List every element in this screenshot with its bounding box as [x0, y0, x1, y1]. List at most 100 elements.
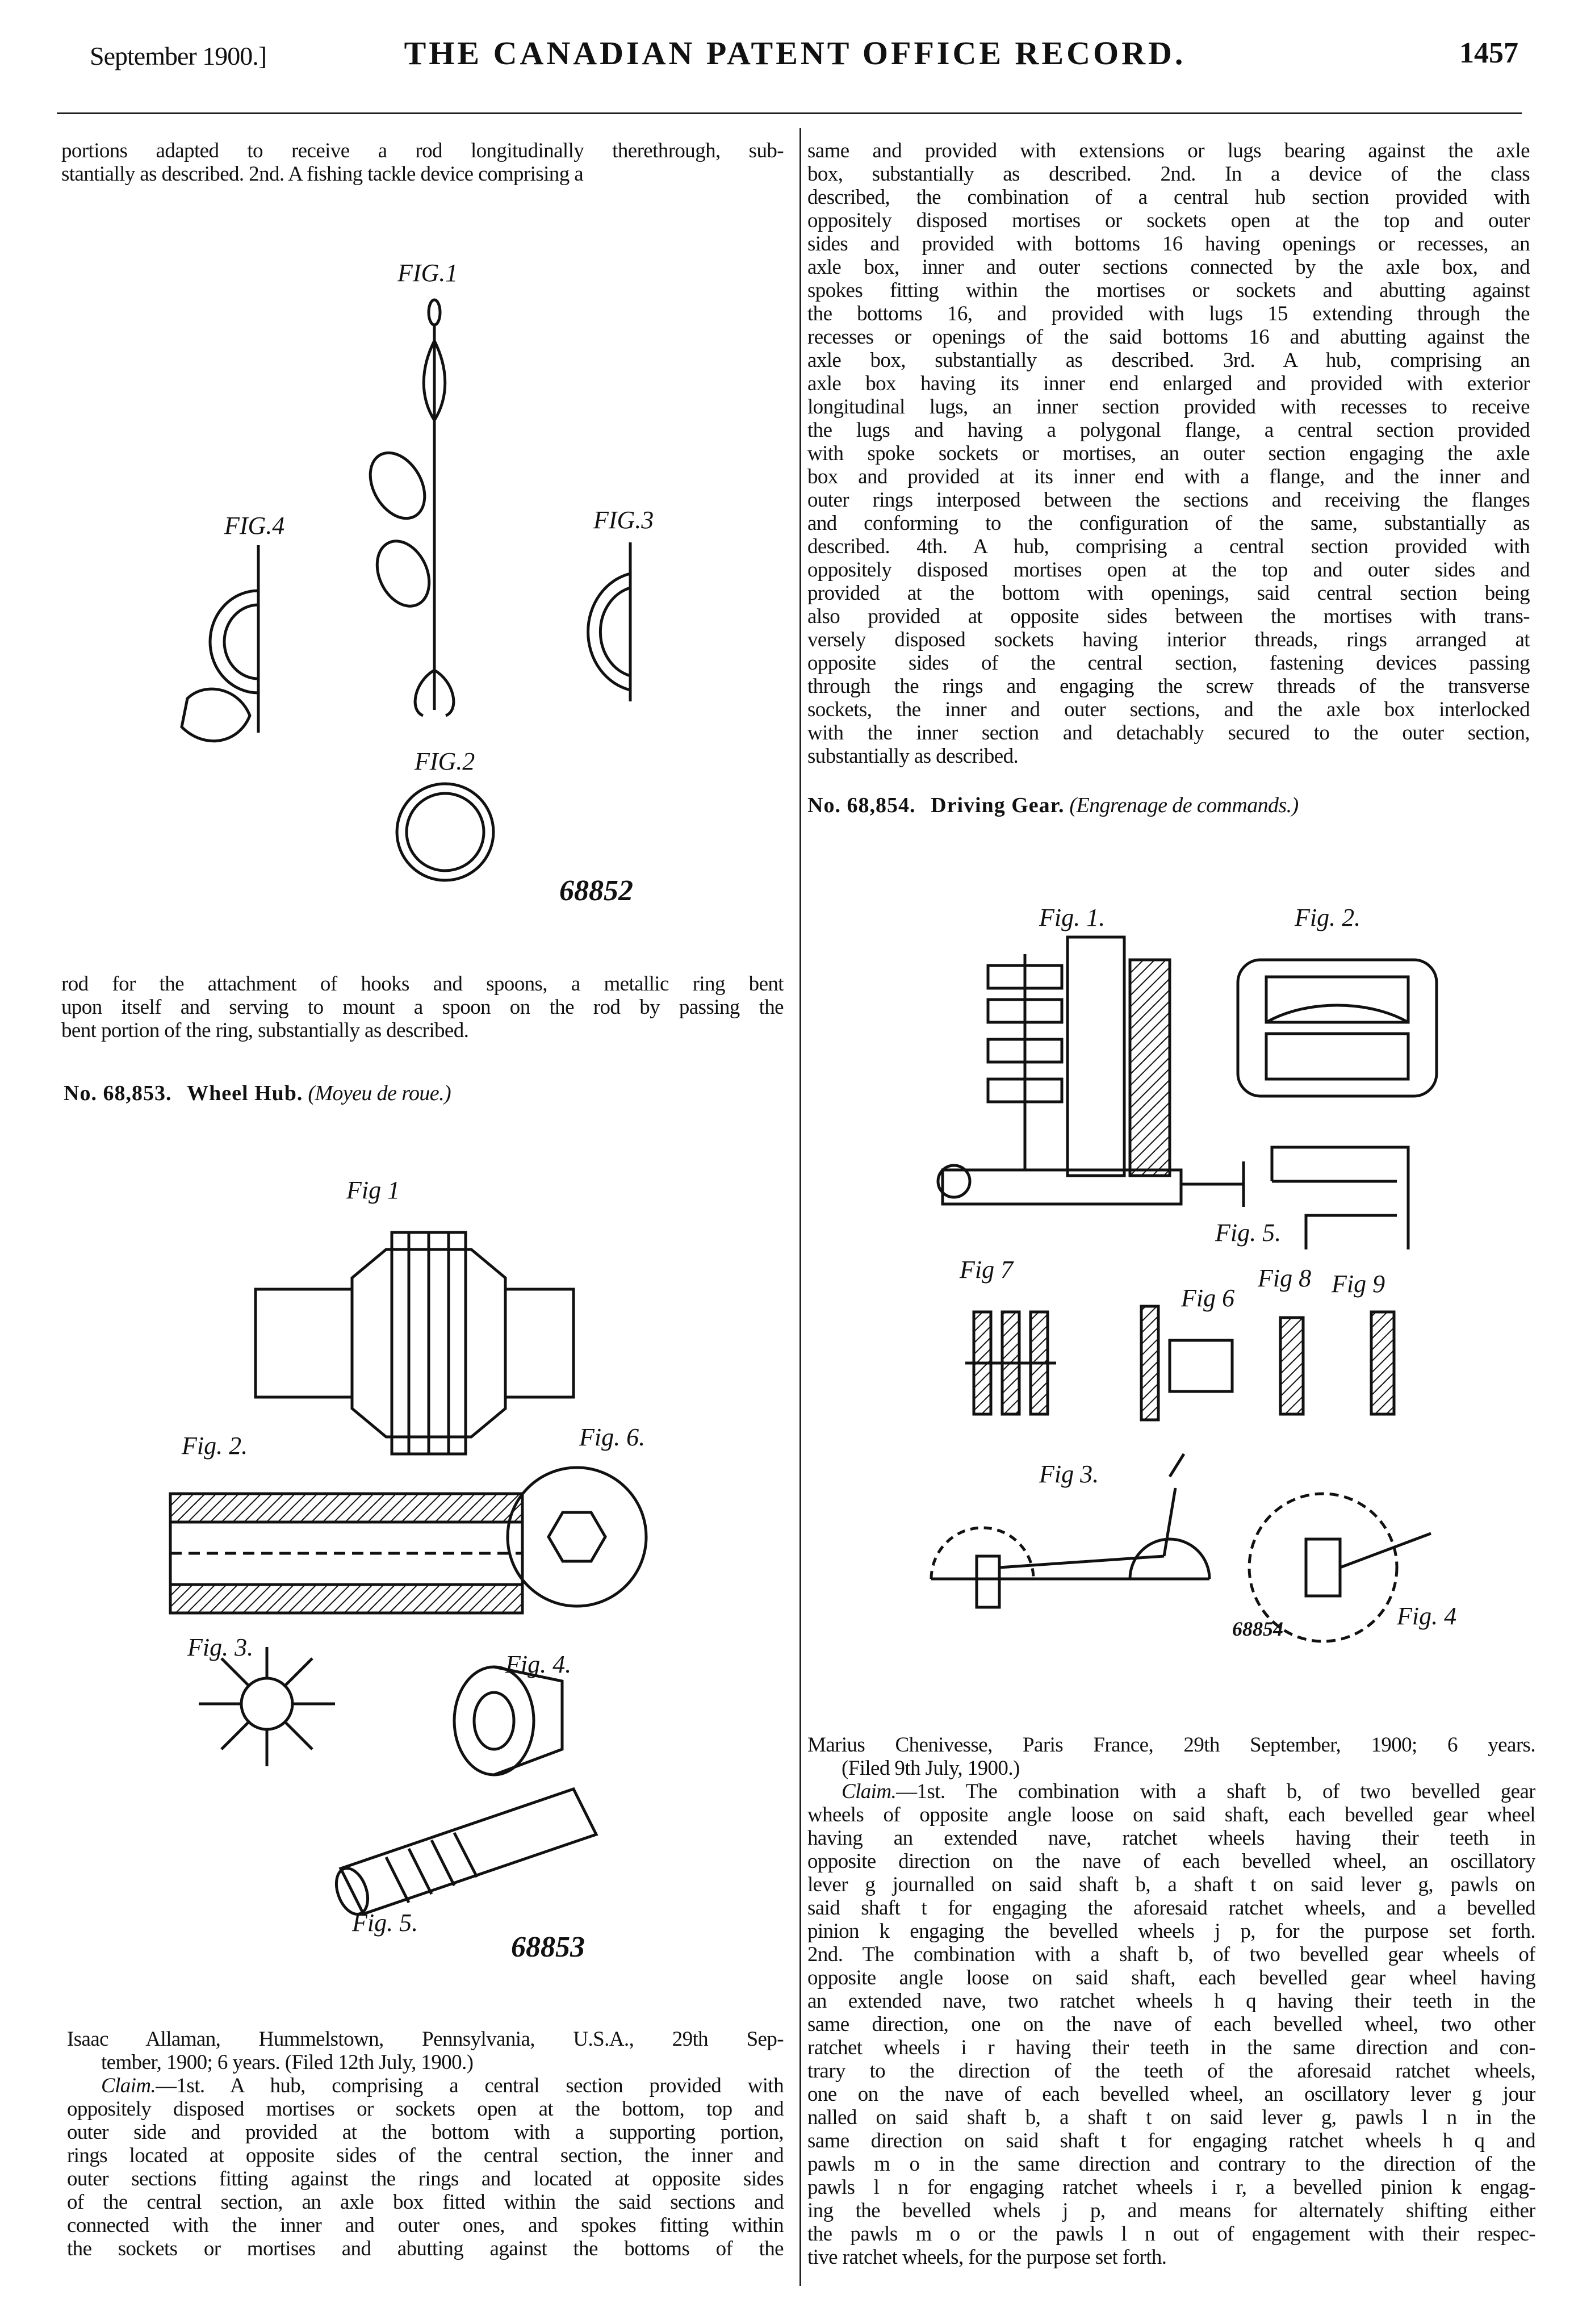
column-divider [799, 128, 801, 2286]
text-line: same and provided with extensions or lug… [807, 139, 1530, 162]
text-line: opposite sides of the central section, f… [807, 651, 1530, 675]
text-line: described, the combination of a central … [807, 186, 1530, 209]
text-line: rings located at opposite sides of the c… [67, 2144, 784, 2167]
text-line: stantially as described. 2nd. A fishing … [61, 162, 584, 186]
left-mid-text: rod for the attachment of hooks and spoo… [61, 972, 784, 1042]
header-date: September 1900.] [90, 41, 267, 70]
text-line: oppositely disposed mortises or sockets … [67, 2097, 784, 2121]
fig-label: Fig 3. [1039, 1460, 1099, 1488]
patent-title-french: (Moyeu de roue.) [308, 1081, 451, 1105]
left-top-text: portions adapted to receive a rod longit… [61, 139, 784, 186]
inventor-line: (Filed 9th July, 1900.) [842, 1757, 1020, 1780]
claim-label: Claim. [842, 1780, 897, 1803]
text-line: same direction on said shaft t for engag… [807, 2129, 1535, 2152]
text-line: nalled on said shaft b, a shaft t on sai… [807, 2106, 1535, 2129]
patent-title: Driving Gear. [931, 793, 1065, 817]
text-line: longitudinal lugs, an inner section prov… [807, 395, 1530, 419]
text-line: ratchet wheels i r having their teeth in… [807, 2036, 1535, 2059]
claim-first-line: Claim.—1st. A hub, comprising a central … [67, 2074, 784, 2097]
text-line: ing the bevelled whels j p, and means fo… [807, 2199, 1535, 2222]
text-line: one on the nave of each bevelled wheel, … [807, 2083, 1535, 2106]
text-line: tive ratchet wheels, for the purpose set… [807, 2246, 1167, 2269]
patent-68853-body: Isaac Allaman, Hummelstown, Pennsylvania… [67, 2028, 784, 2260]
text-line: rod for the attachment of hooks and spoo… [61, 972, 784, 996]
text-line: sockets, the inner and outer sections, a… [807, 698, 1530, 721]
text-line: pawls m o in the same direction and cont… [807, 2152, 1535, 2176]
text-line: box, substantially as described. 2nd. In… [807, 162, 1530, 186]
text-line: upon itself and serving to mount a spoon… [61, 996, 784, 1019]
text-line: of the central section, an axle box fitt… [67, 2191, 784, 2214]
text-line: and conforming to the configuration of t… [807, 512, 1530, 535]
claim-lines: oppositely disposed mortises or sockets … [67, 2097, 784, 2260]
text-line: also provided at opposite sides between … [807, 605, 1530, 628]
fig-label: Fig. 2. [1294, 904, 1360, 931]
fig-label: Fig 1 [346, 1176, 400, 1204]
text-line: provided at the bottom with openings, sa… [807, 582, 1530, 605]
text-line: through the rings and engaging the screw… [807, 675, 1530, 698]
text-line: lever g journalled on said shaft b, a sh… [807, 1873, 1535, 1896]
fig-label: FIG.2 [414, 747, 475, 775]
claim-first-line: Claim.—1st. The combination with a shaft… [807, 1780, 1535, 1803]
right-top-text: same and provided with extensions or lug… [807, 139, 1530, 768]
inventor-line: Isaac Allaman, Hummelstown, Pennsylvania… [67, 2028, 784, 2051]
patent-title: Wheel Hub. [187, 1081, 303, 1105]
text-line: 2nd. The combination with a shaft b, of … [807, 1943, 1535, 1966]
text-line: wheels of opposite angle loose on said s… [807, 1803, 1535, 1826]
drawing-number: 68853 [511, 1931, 585, 1963]
text-line: outer rings interposed between the secti… [807, 488, 1530, 512]
text-line: outer side and provided at the bottom wi… [67, 2121, 784, 2144]
text-line: an extended nave, two ratchet wheels h q… [807, 1989, 1535, 2013]
text-line: the bottoms 16, and provided with lugs 1… [807, 302, 1530, 325]
text-line: oppositely disposed mortises or sockets … [807, 209, 1530, 232]
text-line: opposite direction on the nave of each b… [807, 1850, 1535, 1873]
text-line: with spoke sockets or mortises, an outer… [807, 442, 1530, 465]
text-line: box and provided at its inner end with a… [807, 465, 1530, 488]
text-line: axle box having its inner end enlarged a… [807, 372, 1530, 395]
patent-68853-heading: No. 68,853. Wheel Hub. (Moyeu de roue.) [64, 1081, 451, 1106]
fig-label: Fig. 6. [579, 1423, 645, 1451]
fig-label: Fig. 4 [1396, 1602, 1456, 1630]
fig-label: Fig. 4. [505, 1650, 571, 1678]
drawing-number: 68854 [1232, 1617, 1283, 1640]
text-line: portions adapted to receive a rod longit… [61, 139, 784, 162]
text-line: same direction, one on the nave of each … [807, 2013, 1535, 2036]
claim-first-text: —1st. A hub, comprising a central sectio… [156, 2074, 784, 2097]
text-line: said shaft t for engaging the aforesaid … [807, 1896, 1535, 1920]
page-number: 1457 [1459, 37, 1518, 69]
patent-number: No. 68,853. [64, 1081, 172, 1105]
claim-first-text: —1st. The combination with a shaft b, of… [896, 1780, 1535, 1803]
fig-label: Fig. 5. [351, 1909, 418, 1937]
drawing-number: 68852 [559, 875, 633, 907]
fishing-tackle-drawing: FIG.1 FIG.4 FIG.3 FIG.2 68852 [180, 259, 654, 907]
text-line: axle box, substantially as described. 3r… [807, 349, 1530, 372]
fig-label: Fig. 1. [1039, 904, 1105, 931]
text-line: connected with the inner and outer ones,… [67, 2214, 784, 2237]
patent-title-french: (Engrenage de commands.) [1069, 793, 1299, 817]
fig-label: FIG.3 [593, 506, 654, 534]
text-line: trary to the direction of the teeth of t… [807, 2059, 1535, 2083]
text-line: substantially as described. [807, 745, 1019, 768]
fig-label: Fig 9 [1331, 1270, 1385, 1298]
text-line: axle box, inner and outer sections conne… [807, 256, 1530, 279]
claim-label: Claim. [101, 2074, 156, 2097]
header-rule [57, 112, 1522, 114]
text-line: the sockets or mortises and abutting aga… [67, 2237, 784, 2260]
fig-label: Fig. 2. [181, 1432, 248, 1460]
patent-68854-body: Marius Chenivesse, Paris France, 29th Se… [807, 1733, 1535, 2269]
inventor-line: tember, 1900; 6 years. (Filed 12th July,… [101, 2051, 474, 2074]
fig-label: FIG.4 [224, 512, 284, 540]
text-line: oppositely disposed mortises open at the… [807, 558, 1530, 582]
patent-number: No. 68,854. [807, 793, 916, 817]
text-line: sides and provided with bottoms 16 havin… [807, 232, 1530, 256]
fig-label: Fig. 3. [187, 1633, 253, 1661]
fig-label: Fig 8 [1257, 1264, 1311, 1292]
text-line: pinion k engaging the bevelled wheels j … [807, 1920, 1535, 1943]
text-line: pawls l n for engaging ratchet wheels i … [807, 2176, 1535, 2199]
inventor-line: Marius Chenivesse, Paris France, 29th Se… [807, 1733, 1535, 1757]
text-line: the pawls m o or the pawls l n out of en… [807, 2222, 1535, 2246]
text-line: bent portion of the ring, substantially … [61, 1019, 469, 1042]
fig-label: Fig. 5. [1215, 1219, 1281, 1247]
text-line: opposite angle loose on said shaft, each… [807, 1966, 1535, 1989]
fig-label: Fig 7 [959, 1256, 1014, 1284]
driving-gear-drawing: Fig. 1. Fig. 2. Fig. 5. Fig 7 Fig 6 Fig … [930, 904, 1456, 1643]
